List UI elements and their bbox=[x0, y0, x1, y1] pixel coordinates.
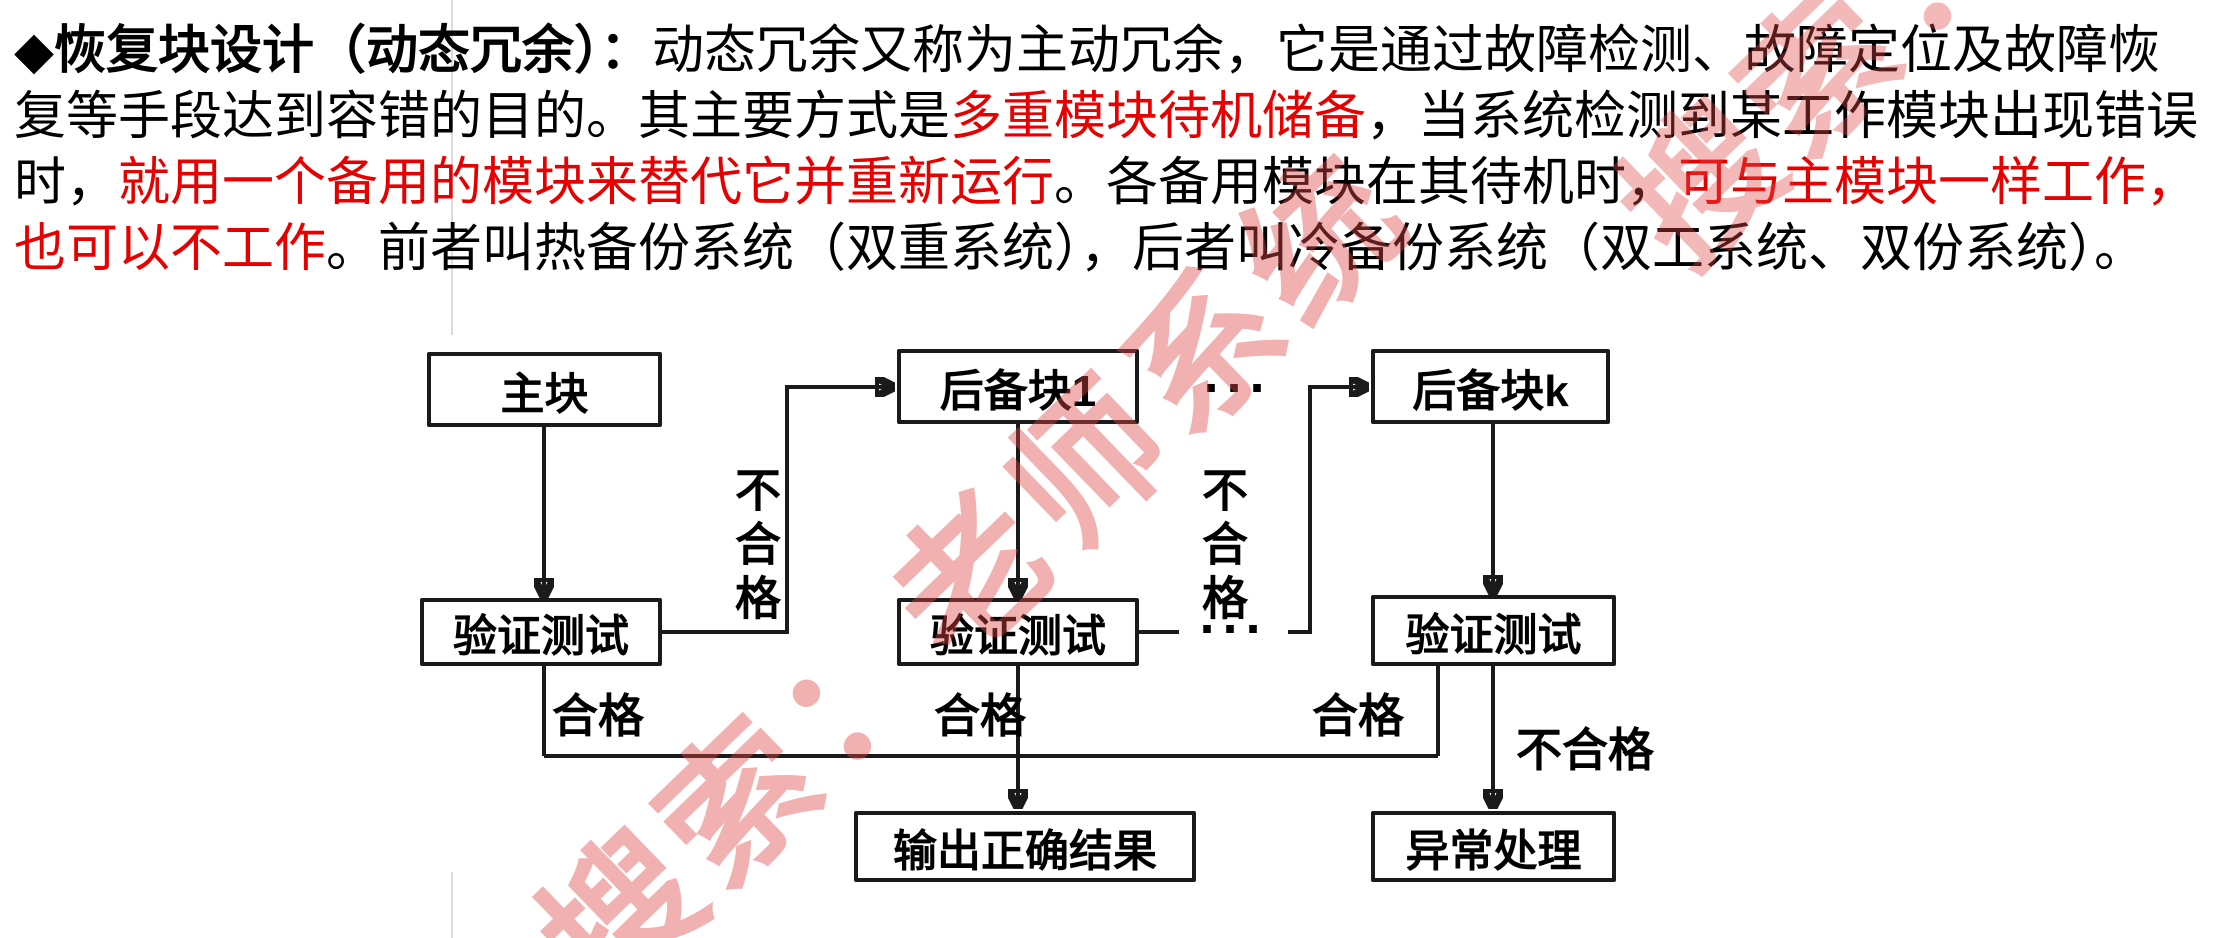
label-fail-vertical-1: 不合格 bbox=[729, 466, 781, 628]
paragraph-segment: 时， bbox=[14, 154, 119, 212]
paragraph-segment: ，当系统检测到某工作模块出现错误 bbox=[1366, 88, 2199, 146]
paragraph-segment-highlight: 可与主模块一样工作， bbox=[1678, 154, 2199, 212]
paragraph-line: ◆恢复块设计（动态冗余）：动态冗余又称为主动冗余，它是通过故障检测、故障定位及故… bbox=[14, 18, 2198, 84]
paragraph-segment: ◆恢复块设计（动态冗余）： bbox=[14, 22, 652, 80]
paragraph-segment-highlight: 就用一个备用的模块来替代它并重新运行 bbox=[118, 154, 1055, 212]
flow-box-backup-block-1: 后备块1 bbox=[897, 349, 1139, 424]
label-pass-2: 合格 bbox=[934, 690, 1026, 742]
ellipsis-top: ··· bbox=[1203, 358, 1273, 418]
label-fail-vertical-2: 不合格 bbox=[1196, 466, 1248, 628]
flow-box-exception-handle: 异常处理 bbox=[1371, 811, 1616, 882]
paragraph-segment: 复等手段达到容错的目的。其主要方式是 bbox=[14, 88, 951, 146]
flow-box-backup-block-k: 后备块k bbox=[1371, 349, 1610, 424]
paragraph-segment-highlight: 也可以不工作 bbox=[14, 220, 327, 278]
paragraph-segment: 。前者叫热备份系统（双重系统），后者叫冷备份系统（双工系统、双份系统）。 bbox=[326, 220, 2147, 278]
scan-line-bottom bbox=[451, 872, 453, 938]
flow-box-output-result: 输出正确结果 bbox=[854, 811, 1196, 882]
label-pass-3: 合格 bbox=[1312, 690, 1404, 742]
label-fail-bottom: 不合格 bbox=[1516, 724, 1654, 776]
paragraph-line: 也可以不工作。前者叫热备份系统（双重系统），后者叫冷备份系统（双工系统、双份系统… bbox=[14, 216, 2198, 282]
ellipsis-middle: ··· bbox=[1199, 599, 1269, 659]
label-pass-1: 合格 bbox=[552, 690, 644, 742]
paragraph-segment: 。各备用模块在其待机时， bbox=[1054, 154, 1679, 212]
flow-box-verify-test-3: 验证测试 bbox=[1371, 595, 1616, 666]
scan-line-top bbox=[451, 0, 453, 335]
flow-box-verify-test-2: 验证测试 bbox=[897, 598, 1139, 666]
flow-box-verify-test-1: 验证测试 bbox=[420, 598, 662, 666]
paragraph-segment-highlight: 多重模块待机储备 bbox=[950, 88, 1367, 146]
arrow-fail-to-backupk bbox=[1288, 387, 1363, 634]
paragraph-line: 复等手段达到容错的目的。其主要方式是多重模块待机储备，当系统检测到某工作模块出现… bbox=[14, 84, 2198, 150]
paragraph: ◆恢复块设计（动态冗余）：动态冗余又称为主动冗余，它是通过故障检测、故障定位及故… bbox=[14, 18, 2198, 282]
flow-box-main-block: 主块 bbox=[427, 352, 662, 427]
paragraph-segment: 动态冗余又称为主动冗余，它是通过故障检测、故障定位及故障恢 bbox=[652, 22, 2161, 80]
paragraph-line: 时，就用一个备用的模块来替代它并重新运行。各备用模块在其待机时，可与主模块一样工… bbox=[14, 150, 2198, 216]
